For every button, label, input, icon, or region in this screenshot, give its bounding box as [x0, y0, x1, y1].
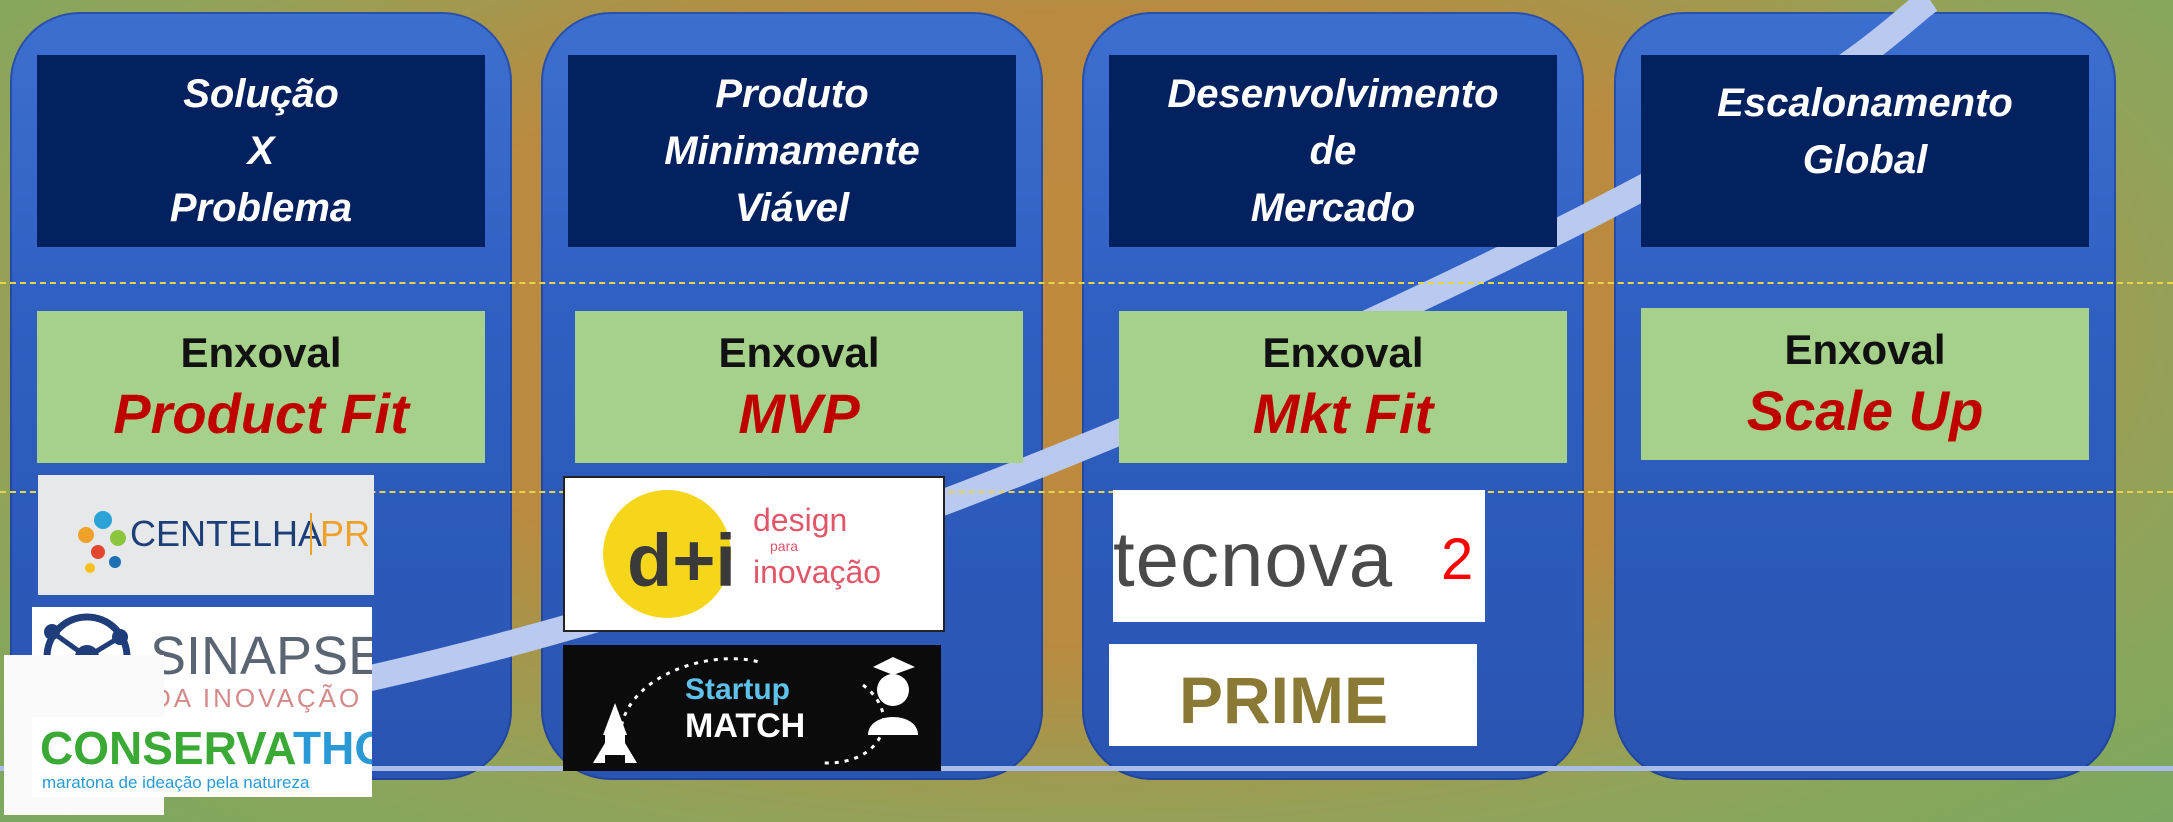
divider-upper [0, 282, 2173, 284]
tecnova-name: tecnova [1113, 515, 1394, 603]
kit-label: Enxoval [1784, 326, 1946, 373]
kit-box-mvp: Enxoval MVP [575, 311, 1023, 463]
stage-title-line: Mercado [1250, 185, 1416, 230]
stage-title-3: Desenvolvimento de Mercado [1109, 55, 1557, 247]
centelha-logo: CENTELHA PR [38, 475, 374, 595]
stage-title-1: Solução X Problema [37, 55, 485, 247]
startup-match-line2: MATCH [685, 707, 806, 745]
startup-match-graphic-icon [593, 657, 918, 765]
stage-title-line: Viável [734, 185, 850, 230]
stage-title-4: Escalonamento Global [1641, 55, 2089, 247]
stage-title-2: Produto Minimamente Viável [568, 55, 1016, 247]
centelha-name: CENTELHA [130, 513, 323, 554]
kit-name: Scale Up [1746, 379, 1984, 442]
stage-title-line: Desenvolvimento [1167, 71, 1499, 116]
sinapse-name: SINAPSE [150, 626, 372, 686]
kit-box-mkt-fit: Enxoval Mkt Fit [1119, 311, 1567, 463]
sinapse-logo: SINAPSE DA INOVAÇÃO [32, 607, 372, 717]
conservathon-name-part2: THON [293, 722, 372, 774]
kit-name: Product Fit [113, 382, 409, 445]
kit-name: Mkt Fit [1252, 382, 1434, 445]
conservathon-logo: CONSERVATHON maratona de ideação pela na… [32, 717, 372, 797]
kit-box-product-fit: Enxoval Product Fit [37, 311, 485, 463]
stage-title-line: X [247, 128, 275, 173]
sinapse-tagline: DA INOVAÇÃO [152, 683, 363, 713]
design-inovacao-mark: d+i [627, 519, 736, 602]
conservathon-name: CONSERVATHON [40, 721, 372, 775]
stage-title-line: Global [1802, 138, 1928, 182]
kit-box-scale-up: Enxoval Scale Up [1641, 308, 2089, 460]
startup-match-logo: Startup MATCH [563, 645, 941, 771]
conservathon-tagline: maratona de ideação pela natureza [42, 773, 310, 792]
divider-lower [0, 491, 2173, 493]
centelha-suffix: PR [310, 513, 370, 555]
design-inovacao-line1: design [753, 502, 848, 538]
design-inovacao-mark-icon [603, 490, 731, 618]
stage-title-line: Problema [169, 185, 353, 230]
kit-name: MVP [738, 382, 860, 445]
stage-title-line: Solução [183, 71, 339, 116]
design-inovacao-line2: para [770, 538, 799, 554]
stage-title-line: de [1309, 128, 1357, 173]
kit-label: Enxoval [180, 329, 342, 376]
conservathon-name-part1: CONSERVA [40, 722, 294, 774]
tecnova-logo: tecnova 2 [1113, 490, 1485, 622]
design-inovacao-line3: inovação [753, 554, 882, 590]
stage-title-line: Produto [715, 71, 869, 116]
baseline [0, 766, 2173, 771]
startup-match-line1: Startup [685, 673, 790, 706]
kit-label: Enxoval [718, 329, 880, 376]
prime-name: PRIME [1179, 663, 1389, 737]
design-inovacao-logo: d+i design para inovação [563, 476, 945, 632]
kit-label: Enxoval [1262, 329, 1424, 376]
prime-logo: PRIME [1109, 644, 1477, 746]
tecnova-number: 2 [1441, 527, 1474, 592]
stage-title-line: Minimamente [664, 128, 920, 173]
stage-title-line: Escalonamento [1717, 81, 2013, 125]
centelha-mark-icon [78, 511, 126, 573]
